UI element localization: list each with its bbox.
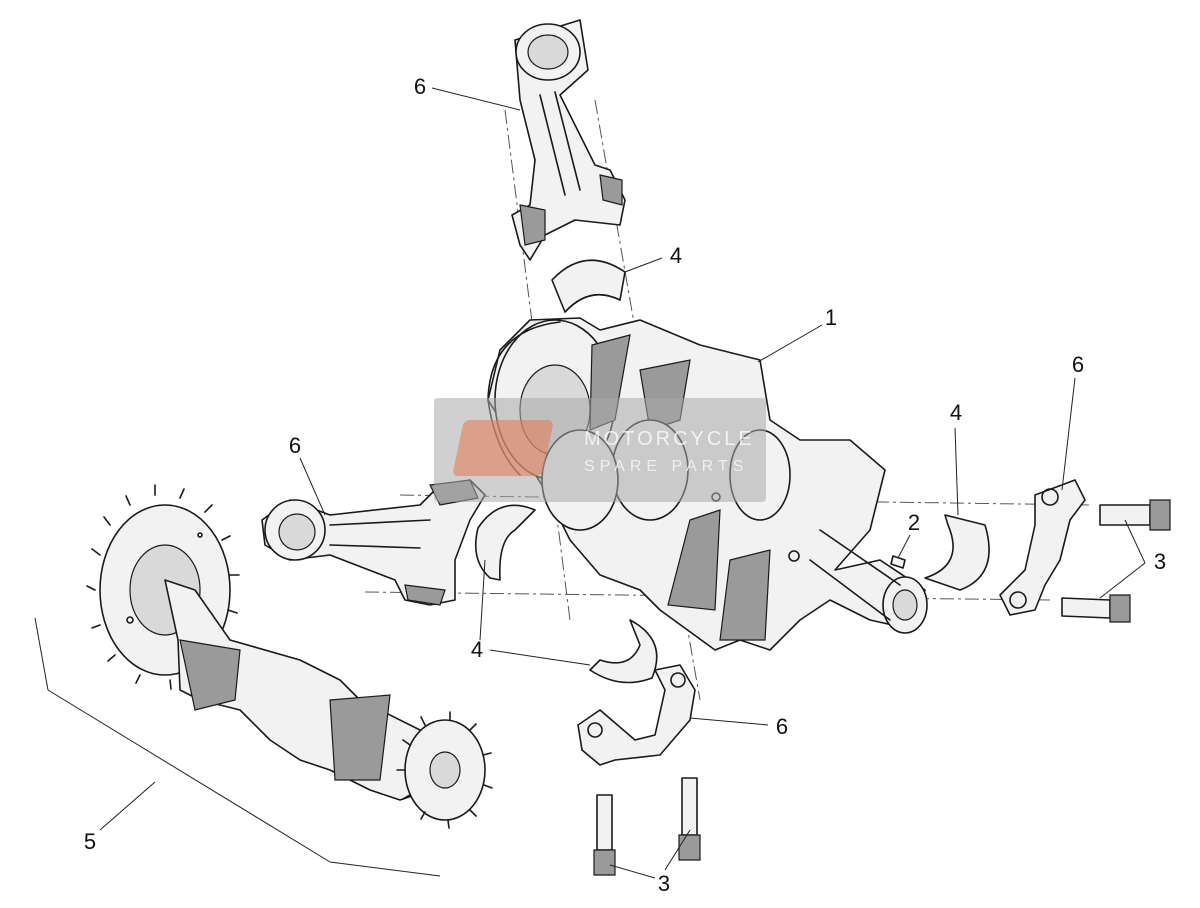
bearing-shell-right <box>924 514 990 591</box>
bearing-shell-bottom <box>589 619 658 684</box>
rod-cap-right <box>999 479 1086 616</box>
woodruff-key <box>890 555 906 569</box>
callout-4-top: 4 <box>669 243 683 268</box>
watermark-line2: SPARE PARTS <box>584 458 749 475</box>
callout-4-right: 4 <box>949 400 963 425</box>
connecting-rod-left <box>261 479 486 606</box>
watermark: MOTORCYCLE SPARE PARTS <box>434 398 766 502</box>
callout-5: 5 <box>83 829 97 854</box>
rod-cap-bottom <box>577 664 696 766</box>
connecting-rod-top <box>511 19 626 261</box>
callout-4-bottom: 4 <box>470 637 484 662</box>
callout-6-left: 6 <box>288 433 302 458</box>
callout-2: 2 <box>907 510 921 535</box>
callout-3-bottom: 3 <box>657 871 671 896</box>
bearing-shell-left <box>474 504 536 581</box>
callout-6-bottom: 6 <box>775 714 789 739</box>
watermark-line1: MOTORCYCLE <box>584 428 755 450</box>
callout-6-right: 6 <box>1071 352 1085 377</box>
callout-1: 1 <box>824 305 838 330</box>
bearing-shell-top <box>551 259 626 313</box>
callout-6-top: 6 <box>413 74 427 99</box>
callout-3-right: 3 <box>1153 549 1167 574</box>
balance-shaft <box>86 484 493 829</box>
watermark-logo-icon <box>452 420 554 476</box>
leader-lines <box>34 87 1146 879</box>
bolts <box>593 499 1171 876</box>
